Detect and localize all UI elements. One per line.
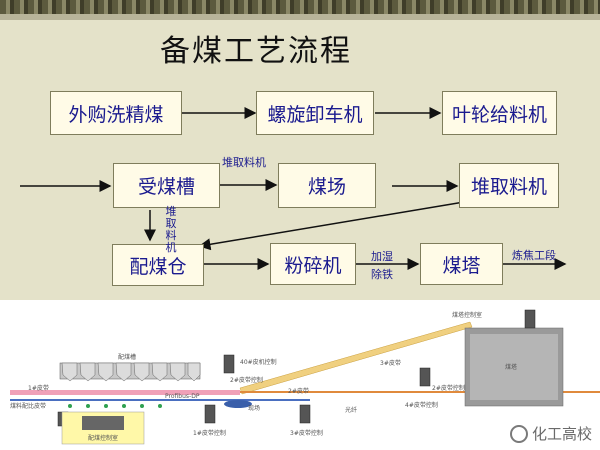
label-humidify: 加湿 [371,250,393,263]
label-belt1: 1#皮带 [28,385,49,392]
label-field: 现场 [248,405,261,412]
label-field2: 2#皮带控制 [230,377,263,384]
label-to-yard: 堆取料机 [222,156,266,169]
process-schematic: 配煤槽 1#皮带 煤料配比皮带 Profibus-DP 40#皮机控制 现场 2… [0,300,600,450]
watermark: 化工高校 [509,423,592,444]
label-tower-room: 煤塔控制室 [452,312,483,319]
box-crusher: 粉碎机 [270,243,356,285]
box-stacker-reclaimer: 堆取料机 [459,163,559,208]
label-field4: 4#皮带控制 [405,402,438,409]
label-belt-a: 2#皮带 [288,388,309,395]
label-tower: 煤塔 [505,364,518,371]
label-field3: 3#皮带控制 [290,430,323,437]
box-receiving-trough: 受煤槽 [113,163,220,208]
box-blending-bin: 配煤仓 [112,244,204,286]
label-coal-ratio: 煤料配比皮带 [10,403,47,410]
label-belt-b: 3#皮带 [380,360,401,367]
arrow-stacker-blending [198,201,465,251]
page-title: 备煤工艺流程 [160,34,352,69]
label-iron-removal: 除铁 [371,268,393,281]
box-coal-yard: 煤场 [278,163,376,208]
schematic-drawing [10,309,600,445]
label-control-room: 配煤控制室 [88,435,119,442]
box-unloader: 螺旋卸车机 [256,91,374,135]
label-network: Profibus-DP [165,393,200,400]
label-field1: 1#皮带控制 [193,430,226,437]
box-feeder: 叶轮给料机 [442,91,557,135]
box-coal-tower: 煤塔 [420,243,503,285]
flowchart-slide: 备煤工艺流程 外购洗精煤 螺旋卸车机 叶轮给料机 受煤槽 煤场 堆取料机 配煤仓… [0,0,600,300]
label-blending-bin: 配煤槽 [118,354,137,361]
label-coking: 炼焦工段 [512,249,556,262]
watermark-text: 化工高校 [531,425,592,443]
blending-bin-silos [59,362,201,382]
decorative-border [0,0,600,14]
label-switch: 40#皮机控制 [240,359,277,366]
label-vertical-stacker: 堆取料机 [165,205,177,254]
label-optical: 光纤 [345,407,358,414]
label-cabinet: 2#皮带控制 [432,385,465,392]
flow-arrows [20,107,567,270]
belt-pink [10,390,240,395]
box-purchase: 外购洗精煤 [50,91,182,135]
decorative-ribbon [0,14,600,20]
watermark-logo-icon [509,424,528,443]
